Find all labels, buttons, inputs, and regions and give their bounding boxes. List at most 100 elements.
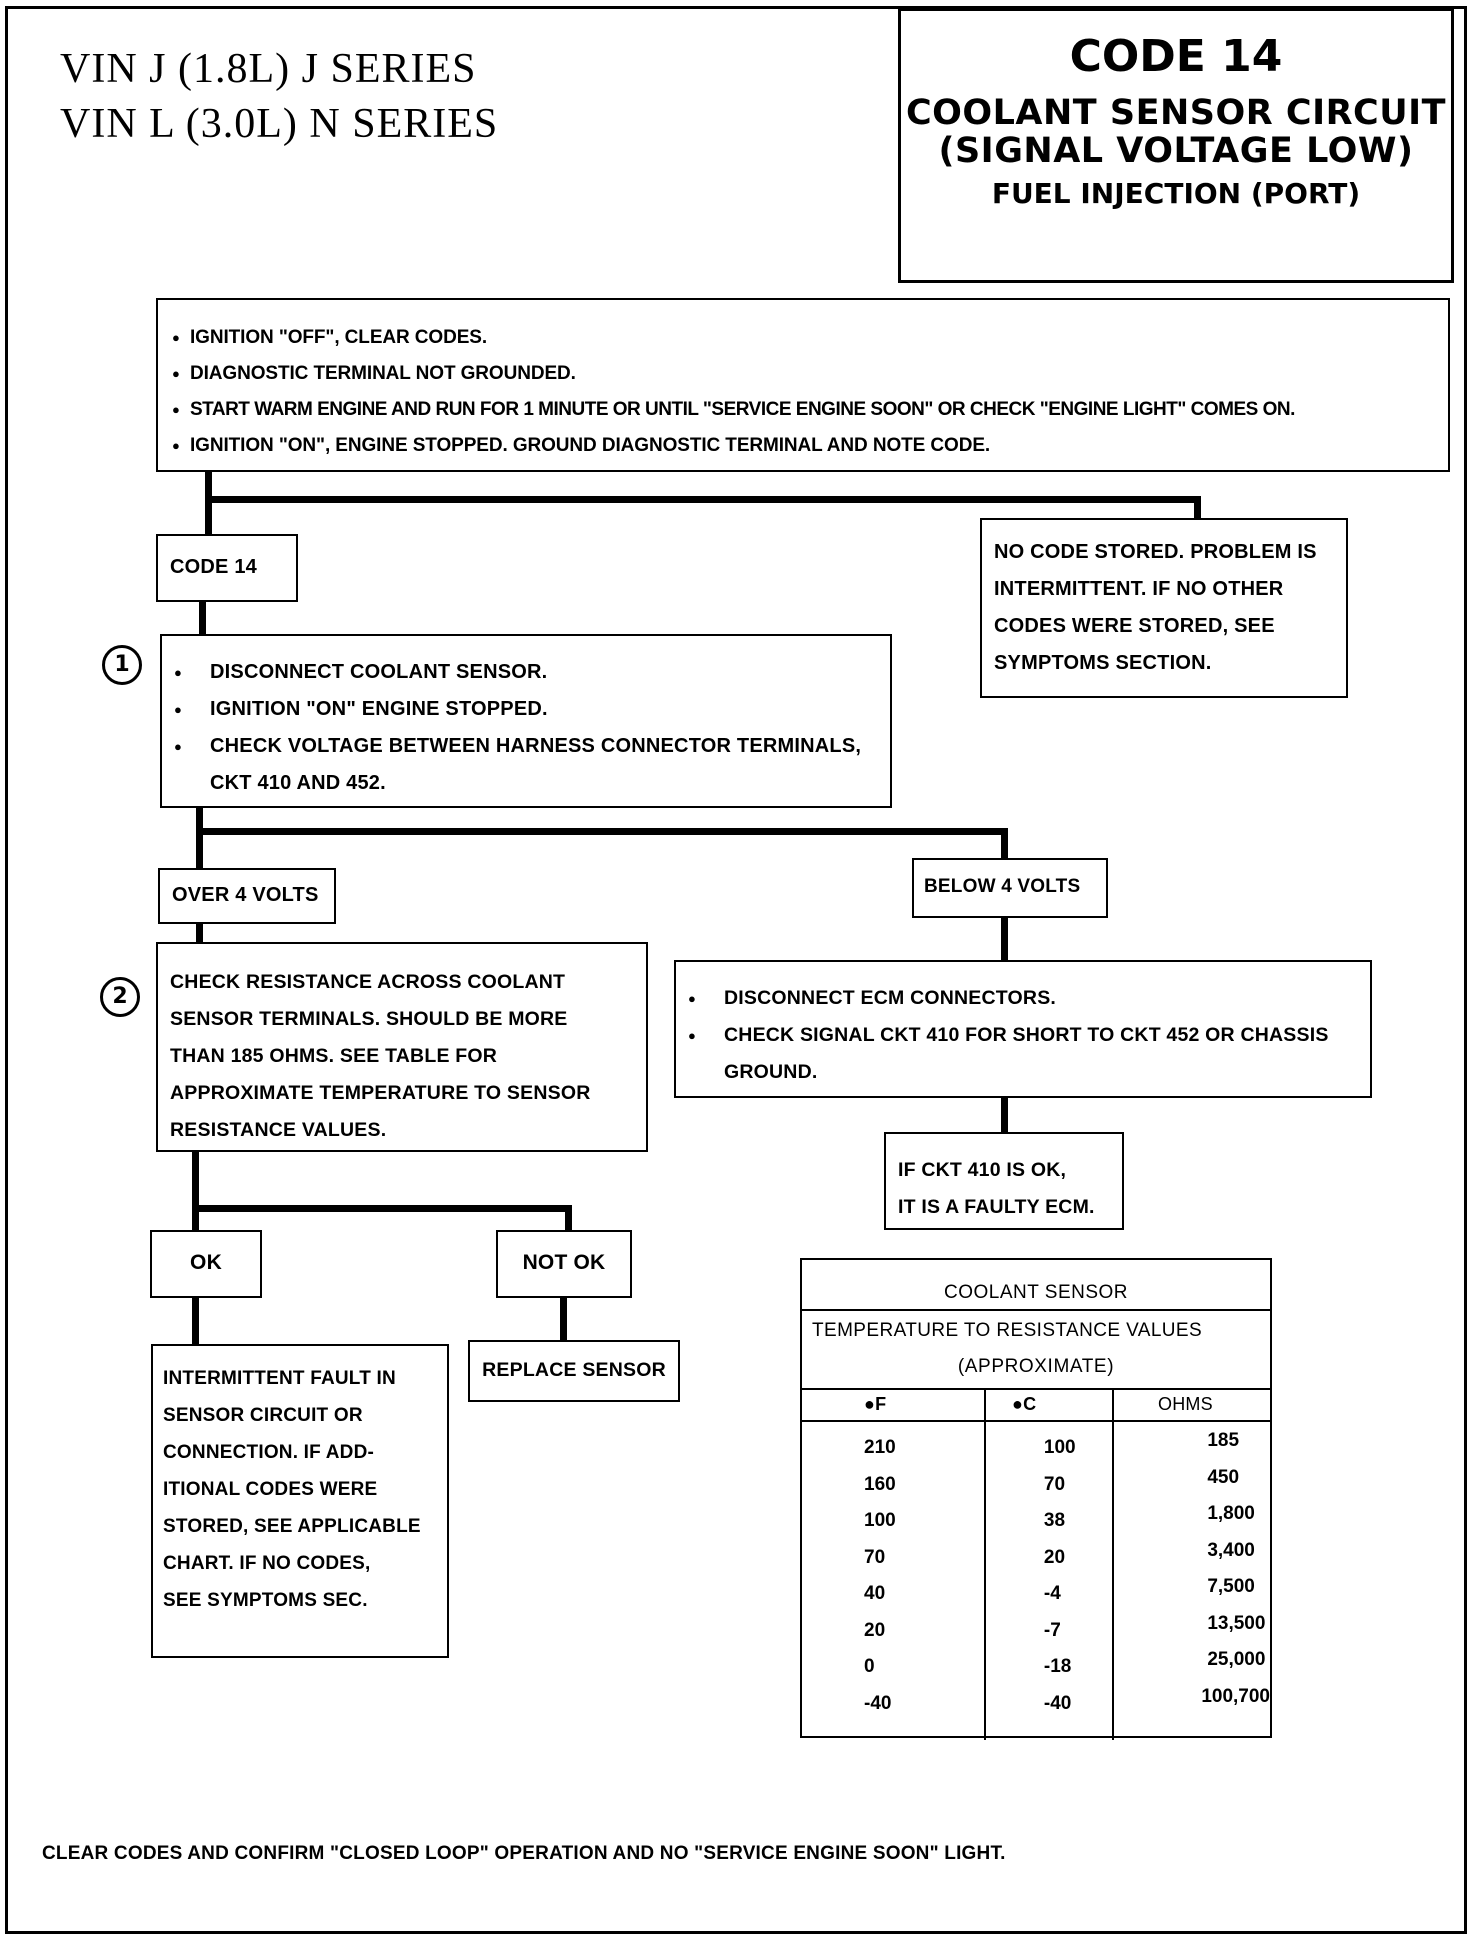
header-subtitle-3: FUEL INJECTION (PORT): [991, 177, 1361, 210]
intermittent-line: STORED, SEE APPLICABLE: [163, 1516, 421, 1537]
step-1-box: DISCONNECT COOLANT SENSOR. IGNITION "ON"…: [160, 634, 892, 808]
step-2-line: SENSOR TERMINALS. SHOULD BE MORE: [170, 1008, 568, 1030]
table-header-ohms: OHMS: [1158, 1394, 1213, 1414]
faulty-ecm-line: IT IS A FAULTY ECM.: [898, 1196, 1095, 1218]
step-2-marker: 2: [100, 977, 140, 1017]
cell-f: -40: [864, 1692, 892, 1714]
connector: [192, 1298, 199, 1346]
connector: [1194, 496, 1201, 520]
cell-ohms: 100,700: [1201, 1685, 1270, 1707]
cell-f: 210: [864, 1437, 896, 1459]
cell-c: -40: [1043, 1692, 1072, 1714]
table-rule: [802, 1388, 1270, 1390]
step-1-marker: 1: [102, 645, 142, 685]
cell-ohms: 3,400: [1207, 1539, 1255, 1561]
step-2-box: CHECK RESISTANCE ACROSS COOLANT SENSOR T…: [156, 942, 648, 1152]
table-title-1: COOLANT SENSOR: [943, 1282, 1129, 1303]
code14-label: CODE 14: [170, 556, 257, 578]
footer-note: CLEAR CODES AND CONFIRM "CLOSED LOOP" OP…: [42, 1843, 1006, 1864]
connector: [560, 1298, 567, 1342]
intro-step: DIAGNOSTIC TERMINAL NOT GROUNDED.: [172, 356, 1448, 392]
code14-box: CODE 14: [156, 534, 298, 602]
no-code-line: NO CODE STORED. PROBLEM IS: [994, 541, 1317, 563]
ecm-item: CHECK SIGNAL CKT 410 FOR SHORT TO CKT 45…: [688, 1017, 1354, 1091]
table-title-2: TEMPERATURE TO RESISTANCE VALUES: [812, 1320, 1203, 1341]
intro-steps-box: IGNITION "OFF", CLEAR CODES. DIAGNOSTIC …: [156, 298, 1450, 472]
step-1-item: DISCONNECT COOLANT SENSOR.: [174, 654, 874, 691]
header-subtitle-2: (SIGNAL VOLTAGE LOW): [938, 131, 1414, 171]
vin-line-2: VIN L (3.0L) N SERIES: [60, 101, 499, 147]
replace-sensor-box: REPLACE SENSOR: [468, 1340, 680, 1402]
intermittent-line: SENSOR CIRCUIT OR: [163, 1405, 363, 1426]
not-ok-box: NOT OK: [496, 1230, 632, 1298]
code-title: CODE 14: [1069, 31, 1283, 82]
connector: [199, 602, 206, 636]
cell-f: 70: [864, 1546, 886, 1568]
cell-c: -4: [1043, 1583, 1061, 1605]
intro-step: START WARM ENGINE AND RUN FOR 1 MINUTE O…: [172, 392, 1448, 428]
cell-ohms: 25,000: [1207, 1649, 1266, 1670]
cell-ohms: 7,500: [1207, 1576, 1255, 1597]
cell-ohms: 1,800: [1207, 1503, 1255, 1524]
cell-f: 160: [864, 1473, 896, 1495]
ok-box: OK: [150, 1230, 262, 1298]
connector: [1001, 828, 1008, 858]
cell-c: 100: [1043, 1437, 1076, 1459]
connector: [1001, 1098, 1008, 1134]
step-2-line: APPROXIMATE TEMPERATURE TO SENSOR: [170, 1082, 591, 1104]
cell-f: 0: [864, 1656, 875, 1678]
intermittent-line: CONNECTION. IF ADD-: [163, 1442, 375, 1463]
cell-c: 38: [1043, 1510, 1066, 1532]
table-row: 20 -7 13,500: [802, 1613, 1270, 1650]
cell-f: 100: [864, 1510, 896, 1532]
below-4-volts-box: BELOW 4 VOLTS: [912, 858, 1108, 918]
table-rule: [802, 1309, 1270, 1311]
connector: [196, 924, 203, 944]
connector: [565, 1205, 572, 1231]
header-subtitle-1: COOLANT SENSOR CIRCUIT: [905, 93, 1447, 133]
cell-f: 20: [864, 1619, 886, 1641]
step-1-item: IGNITION "ON" ENGINE STOPPED.: [174, 691, 874, 728]
below-4-volts-label: BELOW 4 VOLTS: [924, 876, 1081, 897]
table-row: 160 70 450: [802, 1467, 1270, 1504]
no-code-line: INTERMITTENT. IF NO OTHER: [994, 578, 1284, 600]
connector: [196, 828, 1008, 835]
connector: [192, 1205, 572, 1212]
cell-c: 20: [1043, 1546, 1066, 1568]
table-title-3: (APPROXIMATE): [957, 1356, 1115, 1377]
table-row: 210 100 185: [802, 1430, 1270, 1467]
outer-frame: [5, 6, 1467, 1934]
replace-sensor-label: REPLACE SENSOR: [482, 1359, 666, 1381]
step-2-line: THAN 185 OHMS. SEE TABLE FOR: [170, 1045, 498, 1067]
no-code-box: NO CODE STORED. PROBLEM IS INTERMITTENT.…: [980, 518, 1348, 698]
cell-ohms: 13,500: [1207, 1612, 1266, 1634]
faulty-ecm-box: IF CKT 410 IS OK, IT IS A FAULTY ECM.: [884, 1132, 1124, 1230]
coolant-sensor-table: COOLANT SENSOR TEMPERATURE TO RESISTANCE…: [800, 1258, 1272, 1740]
table-rule: [802, 1420, 1270, 1422]
connector: [192, 1152, 199, 1232]
table-row: 70 20 3,400: [802, 1540, 1270, 1577]
cell-ohms: 450: [1207, 1466, 1240, 1488]
connector: [205, 496, 1201, 503]
cell-c: -7: [1043, 1619, 1061, 1641]
step-2-line: CHECK RESISTANCE ACROSS COOLANT: [170, 971, 566, 993]
intermittent-line: CHART. IF NO CODES,: [163, 1553, 371, 1574]
intermittent-line: ITIONAL CODES WERE: [163, 1479, 378, 1500]
intermittent-fault-box: INTERMITTENT FAULT IN SENSOR CIRCUIT OR …: [151, 1344, 449, 1658]
intermittent-line: SEE SYMPTOMS SEC.: [163, 1590, 368, 1611]
cell-c: 70: [1043, 1473, 1066, 1495]
connector: [205, 472, 212, 536]
connector: [1001, 918, 1008, 962]
cell-ohms: 185: [1207, 1430, 1240, 1451]
table-row: -40 -40 100,700: [802, 1686, 1270, 1723]
table-column-divider: [984, 1388, 986, 1740]
no-code-line: CODES WERE STORED, SEE: [994, 615, 1275, 637]
ok-label: OK: [190, 1251, 222, 1274]
intro-step: IGNITION "ON", ENGINE STOPPED. GROUND DI…: [172, 428, 1448, 464]
cell-c: -18: [1043, 1656, 1072, 1678]
table-header-f: ●F: [864, 1394, 887, 1414]
